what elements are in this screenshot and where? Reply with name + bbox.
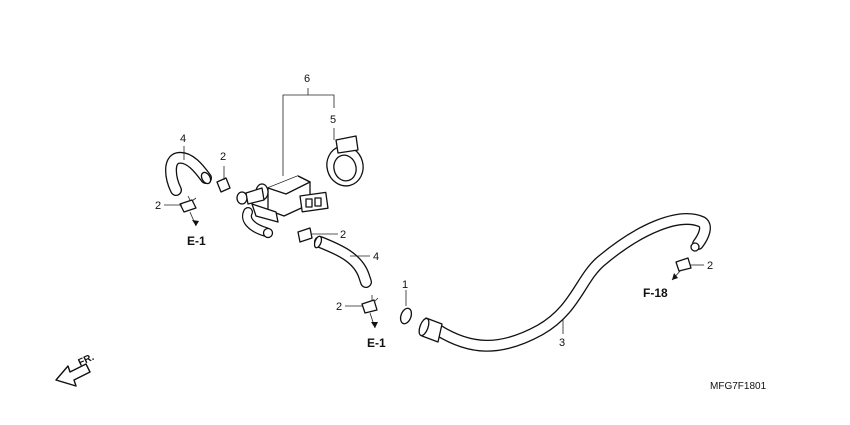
callout-6: 6 [304, 73, 310, 85]
callout-2-center: 2 [340, 229, 346, 241]
callout-4-left: 4 [180, 133, 186, 145]
center-hose-part-4 [313, 235, 372, 288]
clip-center-lower [361, 295, 379, 314]
callout-2-center-lower: 2 [336, 301, 342, 313]
clip-left-lower [179, 195, 197, 213]
clamp-part-5 [326, 135, 364, 187]
callout-1: 1 [402, 279, 408, 291]
direction-label: FR. [77, 352, 96, 369]
reference-f18: F-18 [643, 286, 668, 300]
front-direction-marker: FR. [55, 352, 96, 387]
diagram-code: MFG7F1801 [710, 381, 767, 392]
reference-e1-left: E-1 [187, 234, 206, 248]
leader-lines [164, 88, 704, 334]
left-hose-part-4 [165, 151, 212, 196]
clip-part-1 [399, 307, 413, 325]
reference-e1-center: E-1 [367, 336, 386, 350]
clip-right [675, 257, 692, 272]
callout-2-left-upper: 2 [220, 151, 226, 163]
control-valve-part-6 [236, 175, 329, 239]
clip-center-upper [297, 227, 313, 243]
callout-3: 3 [559, 337, 565, 349]
callout-2-left-lower: 2 [155, 200, 161, 212]
clip-left-upper [216, 177, 231, 193]
callout-5: 5 [330, 114, 336, 126]
callout-4-center: 4 [373, 251, 379, 263]
callout-2-right: 2 [707, 260, 713, 272]
long-hose-part-3 [418, 213, 711, 352]
